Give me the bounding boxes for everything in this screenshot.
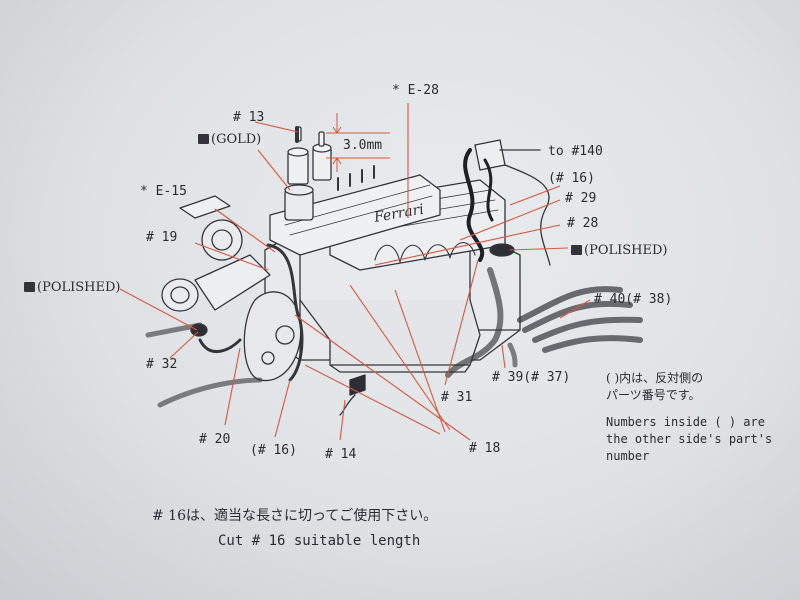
label-part-32: # 32 [146, 357, 178, 372]
note-japanese: ( )内は、反対側の パーツ番号です。 [606, 370, 703, 404]
dimension-marker [326, 113, 390, 172]
label-part-19: # 19 [146, 230, 178, 245]
label-part-20: # 20 [199, 432, 231, 447]
polished-left-swatch [24, 282, 35, 292]
label-part-13: # 13 [233, 110, 265, 125]
label-polished-left: (POLISHED) [24, 280, 120, 295]
note-english: Numbers inside ( ) are the other side's … [606, 414, 772, 465]
alternator [201, 219, 243, 261]
gold-swatch [198, 134, 209, 144]
label-gold: (GOLD) [198, 132, 261, 147]
label-polished-right-text: (POLISHED) [584, 243, 668, 258]
footer-japanese: # 16は、適当な長さに切ってご使用下さい。 [152, 508, 438, 524]
leader-lines [119, 103, 591, 441]
label-gold-text: (GOLD) [211, 132, 262, 147]
label-polished-right: (POLISHED) [571, 243, 667, 258]
label-e28: * E-28 [392, 83, 439, 98]
decal-e15 [179, 195, 231, 219]
oil-sump [299, 299, 481, 366]
note-en-line-1: Numbers inside ( ) are [606, 415, 765, 429]
footer-english: Cut # 16 suitable length [218, 533, 421, 549]
label-part-31: # 31 [441, 390, 473, 405]
label-part-16-bottom: (# 16) [250, 443, 297, 458]
label-part-28: # 28 [567, 216, 599, 231]
label-to-140: to #140 [548, 144, 603, 159]
note-jp-line-1: ( )内は、反対側の [606, 371, 704, 385]
label-e15: * E-15 [140, 184, 187, 199]
label-part-14: # 14 [325, 447, 357, 462]
label-part-16-right: (# 16) [548, 171, 595, 186]
note-en-line-2: the other side's part's [606, 432, 773, 446]
label-dimension: 3.0mm [343, 138, 383, 153]
polished-right-swatch [571, 245, 582, 255]
label-polished-left-text: (POLISHED) [37, 280, 121, 295]
label-part-18: # 18 [469, 441, 501, 456]
note-en-line-3: number [606, 449, 650, 463]
label-part-29: # 29 [565, 191, 597, 206]
note-jp-line-2: パーツ番号です。 [606, 388, 701, 402]
label-part-40: # 40(# 38) [594, 292, 673, 307]
label-part-39: # 39(# 37) [492, 370, 571, 385]
